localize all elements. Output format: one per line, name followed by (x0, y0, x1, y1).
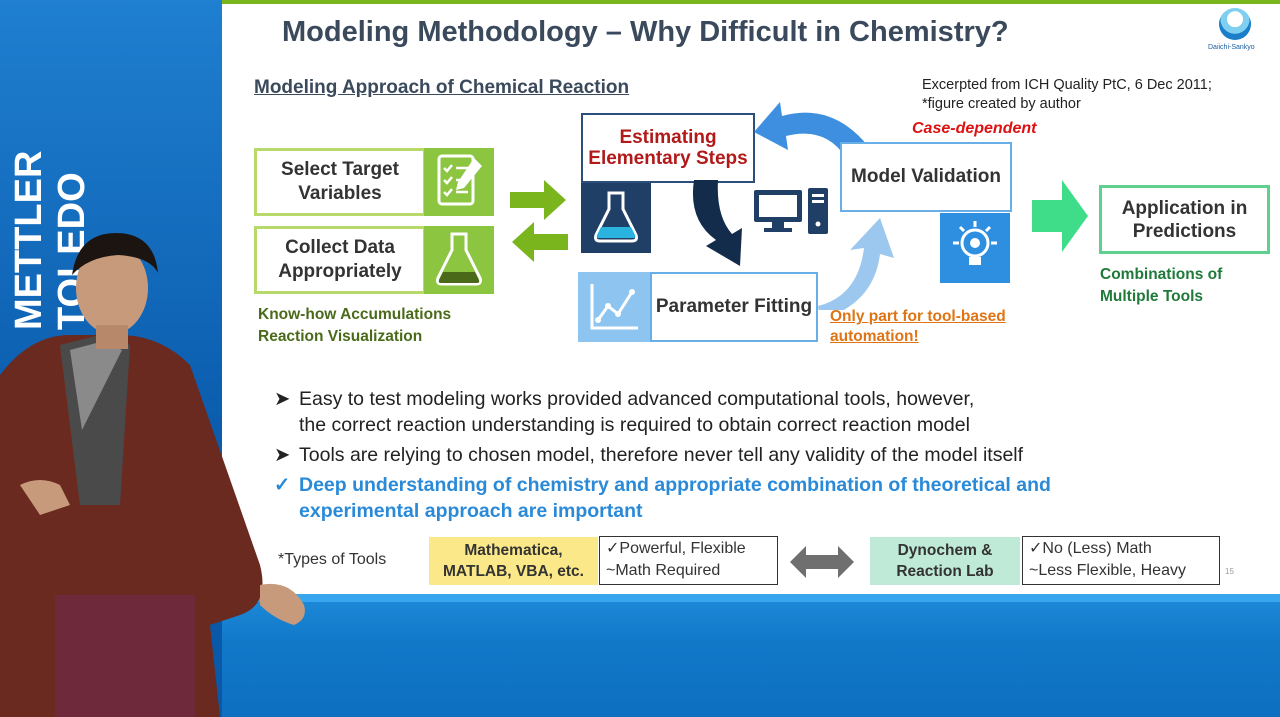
combinations-note: Combinations of Multiple Tools (1100, 264, 1222, 308)
application-box: Application in Predictions (1099, 185, 1270, 254)
computer-icon (754, 188, 828, 234)
curved-down-arrow-icon (692, 180, 742, 266)
know-how-note: Know-how Accumulations Reaction Visualiz… (258, 304, 451, 348)
bullet2-text: Tools are relying to chosen model, there… (299, 444, 1024, 466)
citation: Excerpted from ICH Quality PtC, 6 Dec 20… (922, 76, 1212, 114)
model-validation-box: Model Validation (840, 142, 1012, 212)
tool2-note2: ~Less Flexible, Heavy (1029, 562, 1186, 579)
curved-back-arrow-icon (754, 102, 868, 158)
know-line1: Know-how Accumulations (258, 306, 452, 323)
bullet-list: ➤ Easy to test modeling works provided a… (274, 386, 1051, 524)
flask-navy-icon (581, 183, 651, 253)
company-logo: Daiichi-Sankyo (1208, 8, 1264, 56)
collect-data-box: Collect Data Appropriately (254, 226, 426, 294)
tool-automation-note: Only part for tool-based automation! (830, 307, 1006, 347)
citation-line2: *figure created by author (922, 96, 1081, 112)
bidirectional-arrows-icon (510, 180, 568, 262)
page-number: 15 (1225, 567, 1234, 576)
bullet1-line1: Easy to test modeling works provided adv… (299, 388, 975, 410)
case-dependent-label: Case-dependent (912, 120, 1037, 137)
tool2-line2: Reaction Lab (896, 563, 994, 580)
curved-up-arrow-icon (818, 218, 894, 310)
lightbulb-gear-icon (940, 213, 1010, 283)
chart-icon (578, 272, 650, 342)
application-label: Application in Predictions (1121, 197, 1248, 242)
bullet3-line1: Deep understanding of chemistry and appr… (299, 474, 1051, 496)
collect-data-label: Collect Data Appropriately (278, 237, 402, 282)
citation-line1: Excerpted from ICH Quality PtC, 6 Dec 20… (922, 77, 1212, 93)
estimating-label: Estimating Elementary Steps (588, 127, 748, 169)
presenter-video (0, 233, 305, 717)
bullet-item: ➤ Tools are relying to chosen model, the… (274, 442, 1051, 468)
slide-title: Modeling Methodology – Why Difficult in … (282, 16, 1009, 48)
bullet-item-emphasis: ✓ Deep understanding of chemistry and ap… (274, 472, 1051, 524)
parameter-fitting-box: Parameter Fitting (650, 272, 818, 342)
tool-mathematica-box: Mathematica, MATLAB, VBA, etc. (429, 537, 598, 585)
tool-dynochem-box: Dynochem & Reaction Lab (870, 537, 1020, 585)
combo-line1: Combinations of (1100, 266, 1223, 283)
only-line2: automation! (830, 328, 919, 345)
parameter-fitting-label: Parameter Fitting (655, 296, 813, 317)
bullet1-line2: the correct reaction understanding is re… (299, 414, 970, 436)
combo-line2: Multiple Tools (1100, 288, 1204, 305)
tool1-note2: ~Math Required (606, 562, 721, 579)
check-bullet-icon: ✓ (274, 474, 291, 496)
tool1-notes: ✓Powerful, Flexible ~Math Required (599, 536, 778, 585)
tool2-notes: ✓No (Less) Math ~Less Flexible, Heavy (1022, 536, 1220, 585)
slide: Modeling Methodology – Why Difficult in … (222, 0, 1280, 594)
model-validation-label: Model Validation (851, 166, 1001, 187)
bottom-stripe (222, 594, 1280, 602)
bullet-item: ➤ Easy to test modeling works provided a… (274, 386, 1051, 438)
arrow-bullet-icon: ➤ (274, 388, 291, 410)
tool2-line1: Dynochem & (897, 542, 993, 559)
slide-subtitle: Modeling Approach of Chemical Reaction (254, 77, 630, 98)
checklist-icon (424, 148, 494, 216)
select-target-box: Select Target Variables (254, 148, 426, 216)
arrow-bullet-icon: ➤ (274, 444, 291, 466)
double-arrow-icon (790, 546, 854, 578)
tool2-note1: ✓No (Less) Math (1029, 540, 1152, 557)
bottom-band (222, 594, 1280, 717)
right-arrow-icon (1032, 180, 1088, 252)
tool1-line2: MATLAB, VBA, etc. (443, 563, 584, 580)
estimating-steps-box: Estimating Elementary Steps (581, 113, 755, 183)
tool1-line1: Mathematica, (464, 542, 563, 559)
know-line2: Reaction Visualization (258, 328, 423, 345)
flask-green-icon (424, 226, 494, 294)
only-line1: Only part for tool-based (830, 308, 1006, 325)
bullet3-line2: experimental approach are important (299, 500, 643, 522)
slide-top-line (222, 0, 1280, 4)
company-logo-icon (1219, 8, 1251, 40)
select-target-label: Select Target Variables (281, 159, 399, 204)
company-logo-text: Daiichi-Sankyo (1208, 44, 1255, 51)
types-of-tools-label: *Types of Tools (278, 551, 387, 568)
tool1-note1: ✓Powerful, Flexible (606, 540, 746, 557)
